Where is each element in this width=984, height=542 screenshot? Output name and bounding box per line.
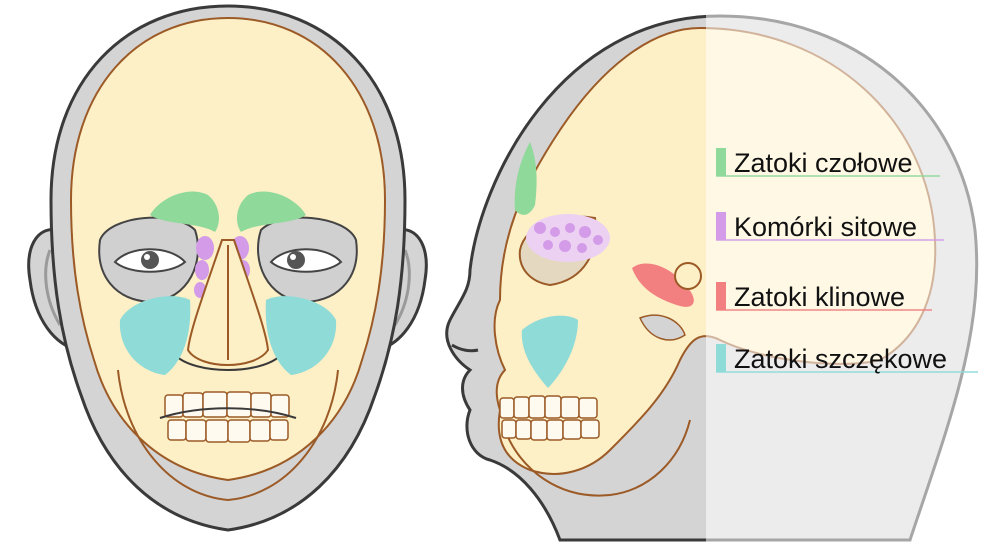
front-view-head (29, 6, 427, 530)
legend-label-maxillary: Zatoki szczękowe (734, 344, 947, 374)
legend-label-ethmoid: Komórki sitowe (734, 212, 917, 242)
legend-swatch-frontal (716, 148, 726, 176)
legend-item-sphenoid: Zatoki klinowe (716, 282, 932, 312)
legend-item-frontal: Zatoki czołowe (716, 148, 940, 178)
side-teeth (500, 396, 599, 440)
legend-overlay-panel (706, 0, 984, 542)
legend-label-frontal: Zatoki czołowe (734, 148, 913, 178)
legend-swatch-ethmoid (716, 212, 726, 240)
legend-item-ethmoid: Komórki sitowe (716, 212, 944, 242)
legend-swatch-maxillary (716, 344, 726, 372)
legend-swatch-sphenoid (716, 282, 726, 310)
legend-item-maxillary: Zatoki szczękowe (716, 344, 978, 374)
legend-label-sphenoid: Zatoki klinowe (734, 282, 905, 312)
